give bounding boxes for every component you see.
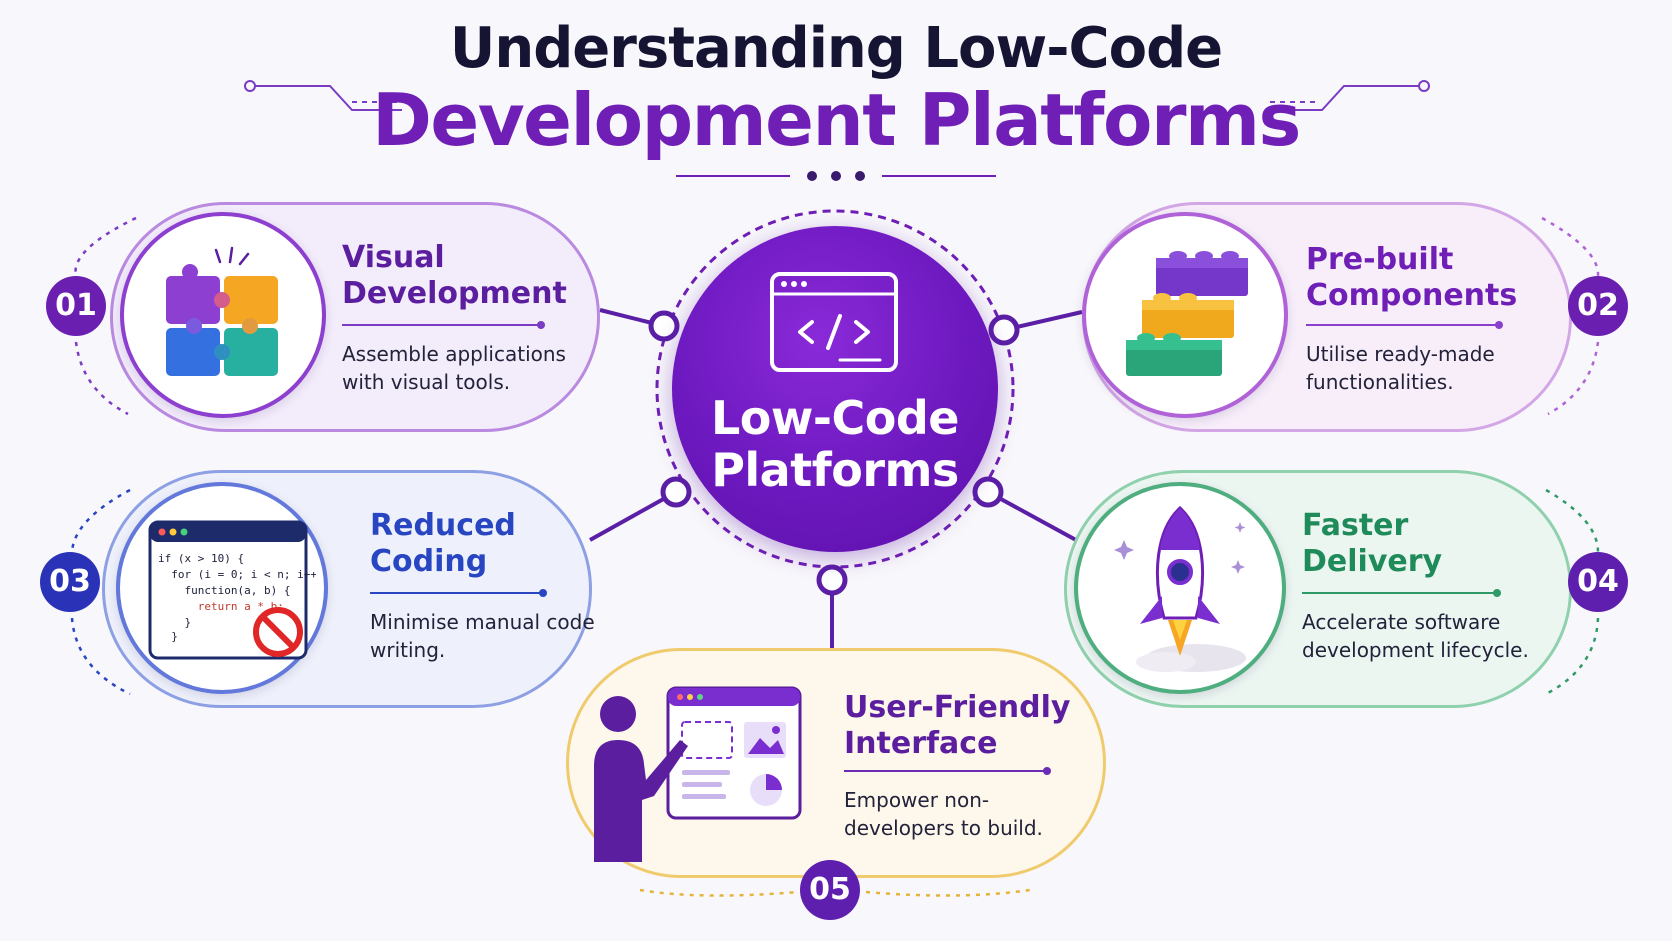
feature-description-05: Empower non-developers to build.	[844, 788, 1043, 840]
feature-divider-05	[844, 767, 1051, 775]
code-line-1: if (x > 10) {	[158, 552, 244, 565]
feature-number-badge-05: 05	[800, 860, 860, 920]
feature-title-03: Reduced Coding	[370, 508, 516, 579]
title-flourish-left	[244, 80, 402, 111]
icon-frame-01	[120, 212, 326, 418]
code-line-3: function(a, b) {	[158, 584, 290, 597]
central-hub	[672, 226, 998, 552]
feature-number-badge-04: 04	[1568, 552, 1628, 612]
hub-ring	[655, 209, 1015, 569]
code-window-icon	[770, 272, 898, 372]
title-flourish-right	[1270, 80, 1430, 111]
feature-description-02: Utilise ready-made functionalities.	[1306, 342, 1495, 394]
puzzle-icon	[166, 246, 278, 376]
code-line-5: }	[158, 616, 191, 629]
feature-description-01: Assemble applications with visual tools.	[342, 342, 566, 394]
feature-title-01: Visual Development	[342, 240, 567, 311]
code-line-4: return a * b;	[158, 600, 284, 613]
code-editor-no-icon: if (x > 10) { for (i = 0; i < n; i++) { …	[148, 520, 316, 660]
code-line-6: }	[158, 630, 178, 643]
hub-label: Low-Code Platforms	[711, 391, 960, 497]
feature-divider-02	[1306, 321, 1503, 329]
page-title-line-1: Understanding Low-Code	[449, 16, 1223, 81]
feature-description-03: Minimise manual code writing.	[370, 610, 595, 662]
feature-divider-04	[1302, 589, 1501, 597]
building-blocks-icon	[1126, 251, 1248, 376]
title-dots	[807, 171, 865, 181]
feature-card-user-friendly-interface	[566, 648, 1106, 878]
feature-title-02: Pre-built Components	[1306, 242, 1518, 313]
feature-title-04: Faster Delivery	[1302, 508, 1443, 579]
feature-description-04: Accelerate software development lifecycl…	[1302, 610, 1529, 662]
feature-divider-01	[342, 321, 545, 329]
feature-number-badge-02: 02	[1568, 276, 1628, 336]
connector-nodes	[648, 310, 1020, 596]
page-title-line-2: Development Platforms	[372, 78, 1301, 162]
rocket-icon	[1114, 505, 1246, 672]
feature-title-05: User-Friendly Interface	[844, 690, 1071, 761]
user-interface-icon	[594, 686, 802, 862]
feature-number-badge-03: 03	[40, 552, 100, 612]
feature-number-badge-01: 01	[46, 276, 106, 336]
feature-divider-03	[370, 589, 547, 597]
badge-arcs	[70, 216, 1600, 897]
code-line-2: for (i = 0; i < n; i++) {	[158, 568, 316, 581]
